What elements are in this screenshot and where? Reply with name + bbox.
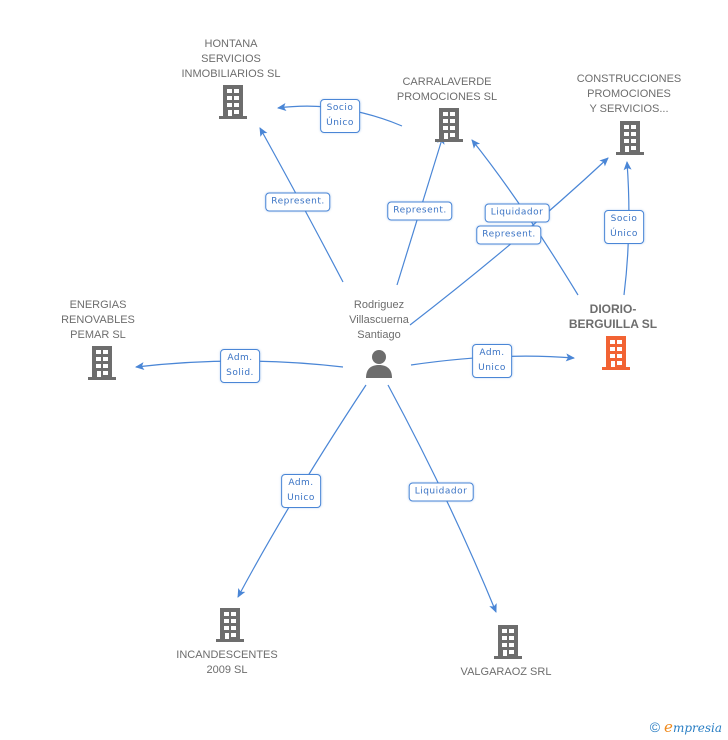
- name-line: CONSTRUCCIONES: [576, 73, 682, 85]
- company-name[interactable]: ENERGIAS RENOVABLES PEMAR SL: [61, 298, 135, 343]
- building-icon[interactable]: [615, 121, 645, 160]
- name-line: INMOBILIARIOS SL: [181, 68, 281, 80]
- name-line: 2009 SL: [206, 664, 248, 676]
- company-name[interactable]: CARRALAVERDE PROMOCIONES SL: [397, 75, 497, 105]
- building-icon[interactable]: [215, 608, 245, 647]
- edge-label-text: Único: [610, 229, 638, 239]
- edge-label[interactable]: Represent.: [265, 192, 331, 212]
- building-icon[interactable]: [87, 346, 117, 385]
- name-line: Rodriguez: [353, 299, 405, 311]
- edge-label-text: Represent.: [393, 205, 447, 216]
- edge-label-text: Adm.: [227, 353, 253, 363]
- name-line: PEMAR SL: [70, 329, 126, 341]
- edge-label[interactable]: Adm. Solid.: [220, 349, 260, 383]
- name-line: Santiago: [357, 329, 401, 341]
- name-line: DIORIO-: [589, 302, 637, 316]
- company-name[interactable]: CONSTRUCCIONES PROMOCIONES Y SERVICIOS...: [577, 72, 682, 117]
- name-line: PROMOCIONES SL: [396, 91, 498, 103]
- edge-label-text: Adm.: [288, 478, 314, 488]
- edge-label[interactable]: Liquidador: [484, 203, 550, 223]
- name-line: Y SERVICIOS...: [589, 103, 669, 115]
- edge-label-text: Solid.: [226, 368, 254, 378]
- copyright-icon: ©: [649, 719, 661, 735]
- edge-label[interactable]: Represent.: [476, 225, 542, 245]
- footer-brand: © empresia: [650, 718, 722, 736]
- name-line: PROMOCIONES: [587, 88, 671, 100]
- company-name[interactable]: DIORIO-BERGUILLA SL: [569, 302, 657, 332]
- edge-label-text: Socio: [610, 214, 638, 224]
- name-line: RENOVABLES: [61, 314, 135, 326]
- company-name[interactable]: HONTANA SERVICIOS INMOBILIARIOS SL: [181, 37, 280, 82]
- company-name[interactable]: INCANDESCENTES 2009 SL: [176, 648, 277, 678]
- name-line: Villascuerna: [349, 314, 409, 326]
- edge-label[interactable]: Adm. Unico: [281, 474, 321, 508]
- building-icon[interactable]: [434, 108, 464, 147]
- edge-label-text: Unico: [287, 493, 315, 503]
- edge-label-text: Represent.: [482, 229, 536, 240]
- edge-label-text: Adm.: [479, 348, 505, 358]
- edge-label[interactable]: Adm. Unico: [472, 344, 512, 378]
- edge-label-text: Liquidador: [490, 207, 544, 218]
- name-line: CARRALAVERDE: [402, 76, 492, 88]
- edge-label-text: Socio: [326, 103, 354, 113]
- name-line: BERGUILLA SL: [568, 317, 658, 331]
- edge-label-text: Único: [326, 118, 354, 128]
- name-line: VALGARAOZ SRL: [460, 666, 552, 678]
- edge-label-text: Liquidador: [414, 486, 468, 497]
- building-icon[interactable]: [493, 625, 523, 664]
- edge-label-text: Represent.: [271, 196, 325, 207]
- building-icon[interactable]: [601, 336, 631, 375]
- company-name[interactable]: VALGARAOZ SRL: [461, 665, 552, 680]
- name-line: HONTANA: [204, 38, 258, 50]
- empresia-logo[interactable]: empresia: [664, 718, 722, 736]
- edge-label-text: Unico: [478, 363, 506, 373]
- name-line: INCANDESCENTES: [176, 649, 278, 661]
- building-icon[interactable]: [218, 85, 248, 124]
- person-icon[interactable]: [364, 348, 394, 383]
- name-line: ENERGIAS: [69, 299, 127, 311]
- name-line: SERVICIOS: [201, 53, 261, 65]
- edge-label[interactable]: Represent.: [387, 201, 453, 221]
- edge-label[interactable]: Liquidador: [408, 482, 474, 502]
